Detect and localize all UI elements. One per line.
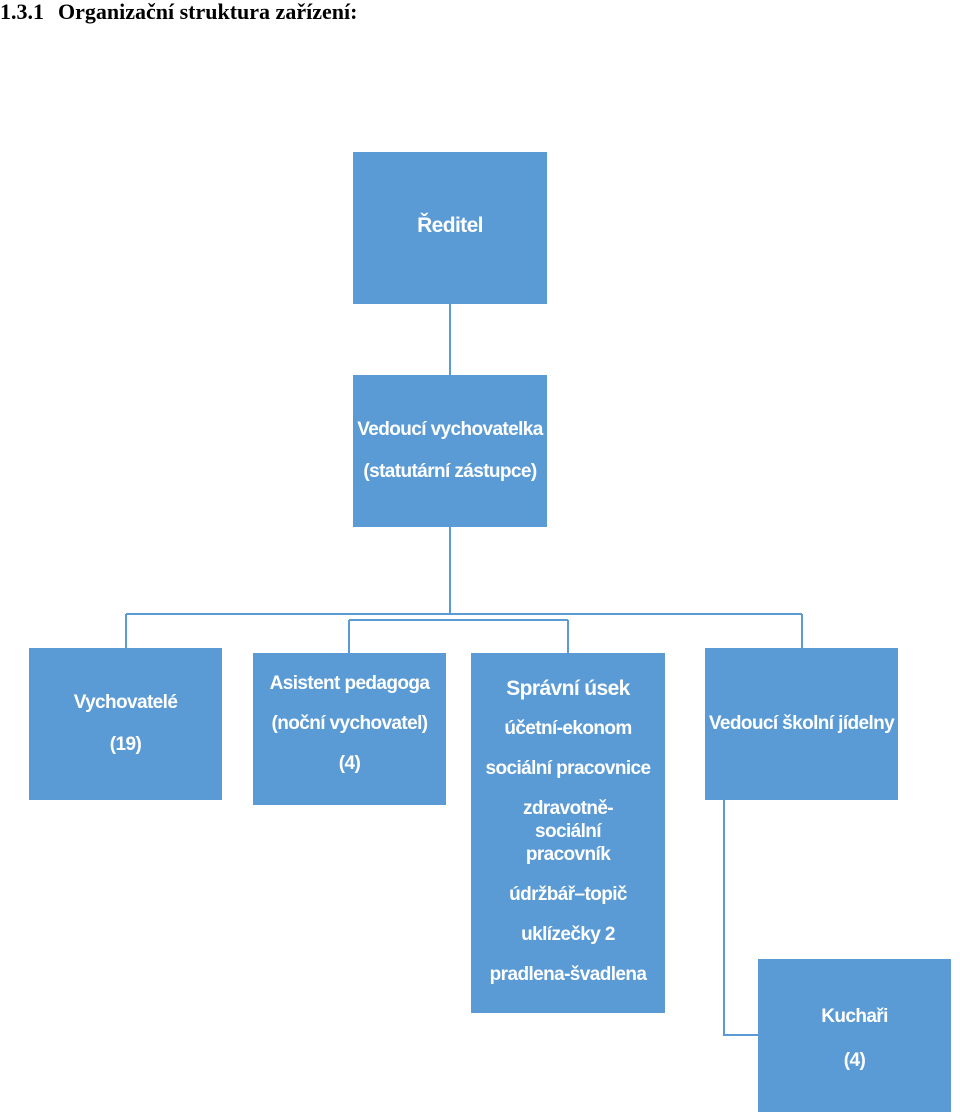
educators-title: Vychovatelé — [73, 692, 178, 713]
head-educator-subtitle: (statutární zástupce) — [363, 461, 537, 482]
admin-box: Správní úsek účetní-ekonom sociální prac… — [471, 653, 665, 1013]
canteen-head-box: Vedoucí školní jídelny — [705, 648, 898, 800]
assistant-title: Asistent pedagoga — [269, 673, 430, 694]
cooks-box: Kuchaři (4) — [758, 959, 951, 1112]
admin-member: údržbář–topič — [509, 884, 627, 905]
admin-member: zdravotně-sociální pracovník — [522, 798, 614, 865]
admin-title: Správní úsek — [506, 677, 630, 700]
canteen-head-title: Vedoucí školní jídelny — [708, 713, 895, 734]
cooks-title: Kuchaři — [821, 1005, 888, 1027]
educators-box: Vychovatelé (19) — [29, 648, 222, 800]
director-title: Ředitel — [417, 214, 483, 237]
head-educator-box: Vedoucí vychovatelka (statutární zástupc… — [353, 375, 547, 527]
assistant-box: Asistent pedagoga (noční vychovatel) (4) — [253, 653, 446, 805]
assistant-subtitle: (noční vychovatel) — [271, 713, 428, 734]
section-number: 1.3.1 — [0, 0, 44, 24]
cooks-count: (4) — [843, 1049, 866, 1071]
section-heading: 1.3.1 Organizační struktura zařízení: — [0, 0, 357, 24]
admin-member: sociální pracovnice — [485, 758, 652, 779]
director-box: Ředitel — [353, 152, 547, 304]
admin-member: pradlena-švadlena — [489, 964, 647, 985]
admin-member: účetní-ekonom — [504, 718, 632, 739]
connector-canteen-to-cooks — [723, 800, 758, 1036]
assistant-count: (4) — [338, 753, 361, 774]
educators-count: (19) — [109, 734, 142, 755]
section-title: Organizační struktura zařízení: — [58, 0, 358, 24]
head-educator-title: Vedoucí vychovatelka — [357, 419, 543, 440]
admin-member: uklízečky 2 — [521, 924, 615, 945]
